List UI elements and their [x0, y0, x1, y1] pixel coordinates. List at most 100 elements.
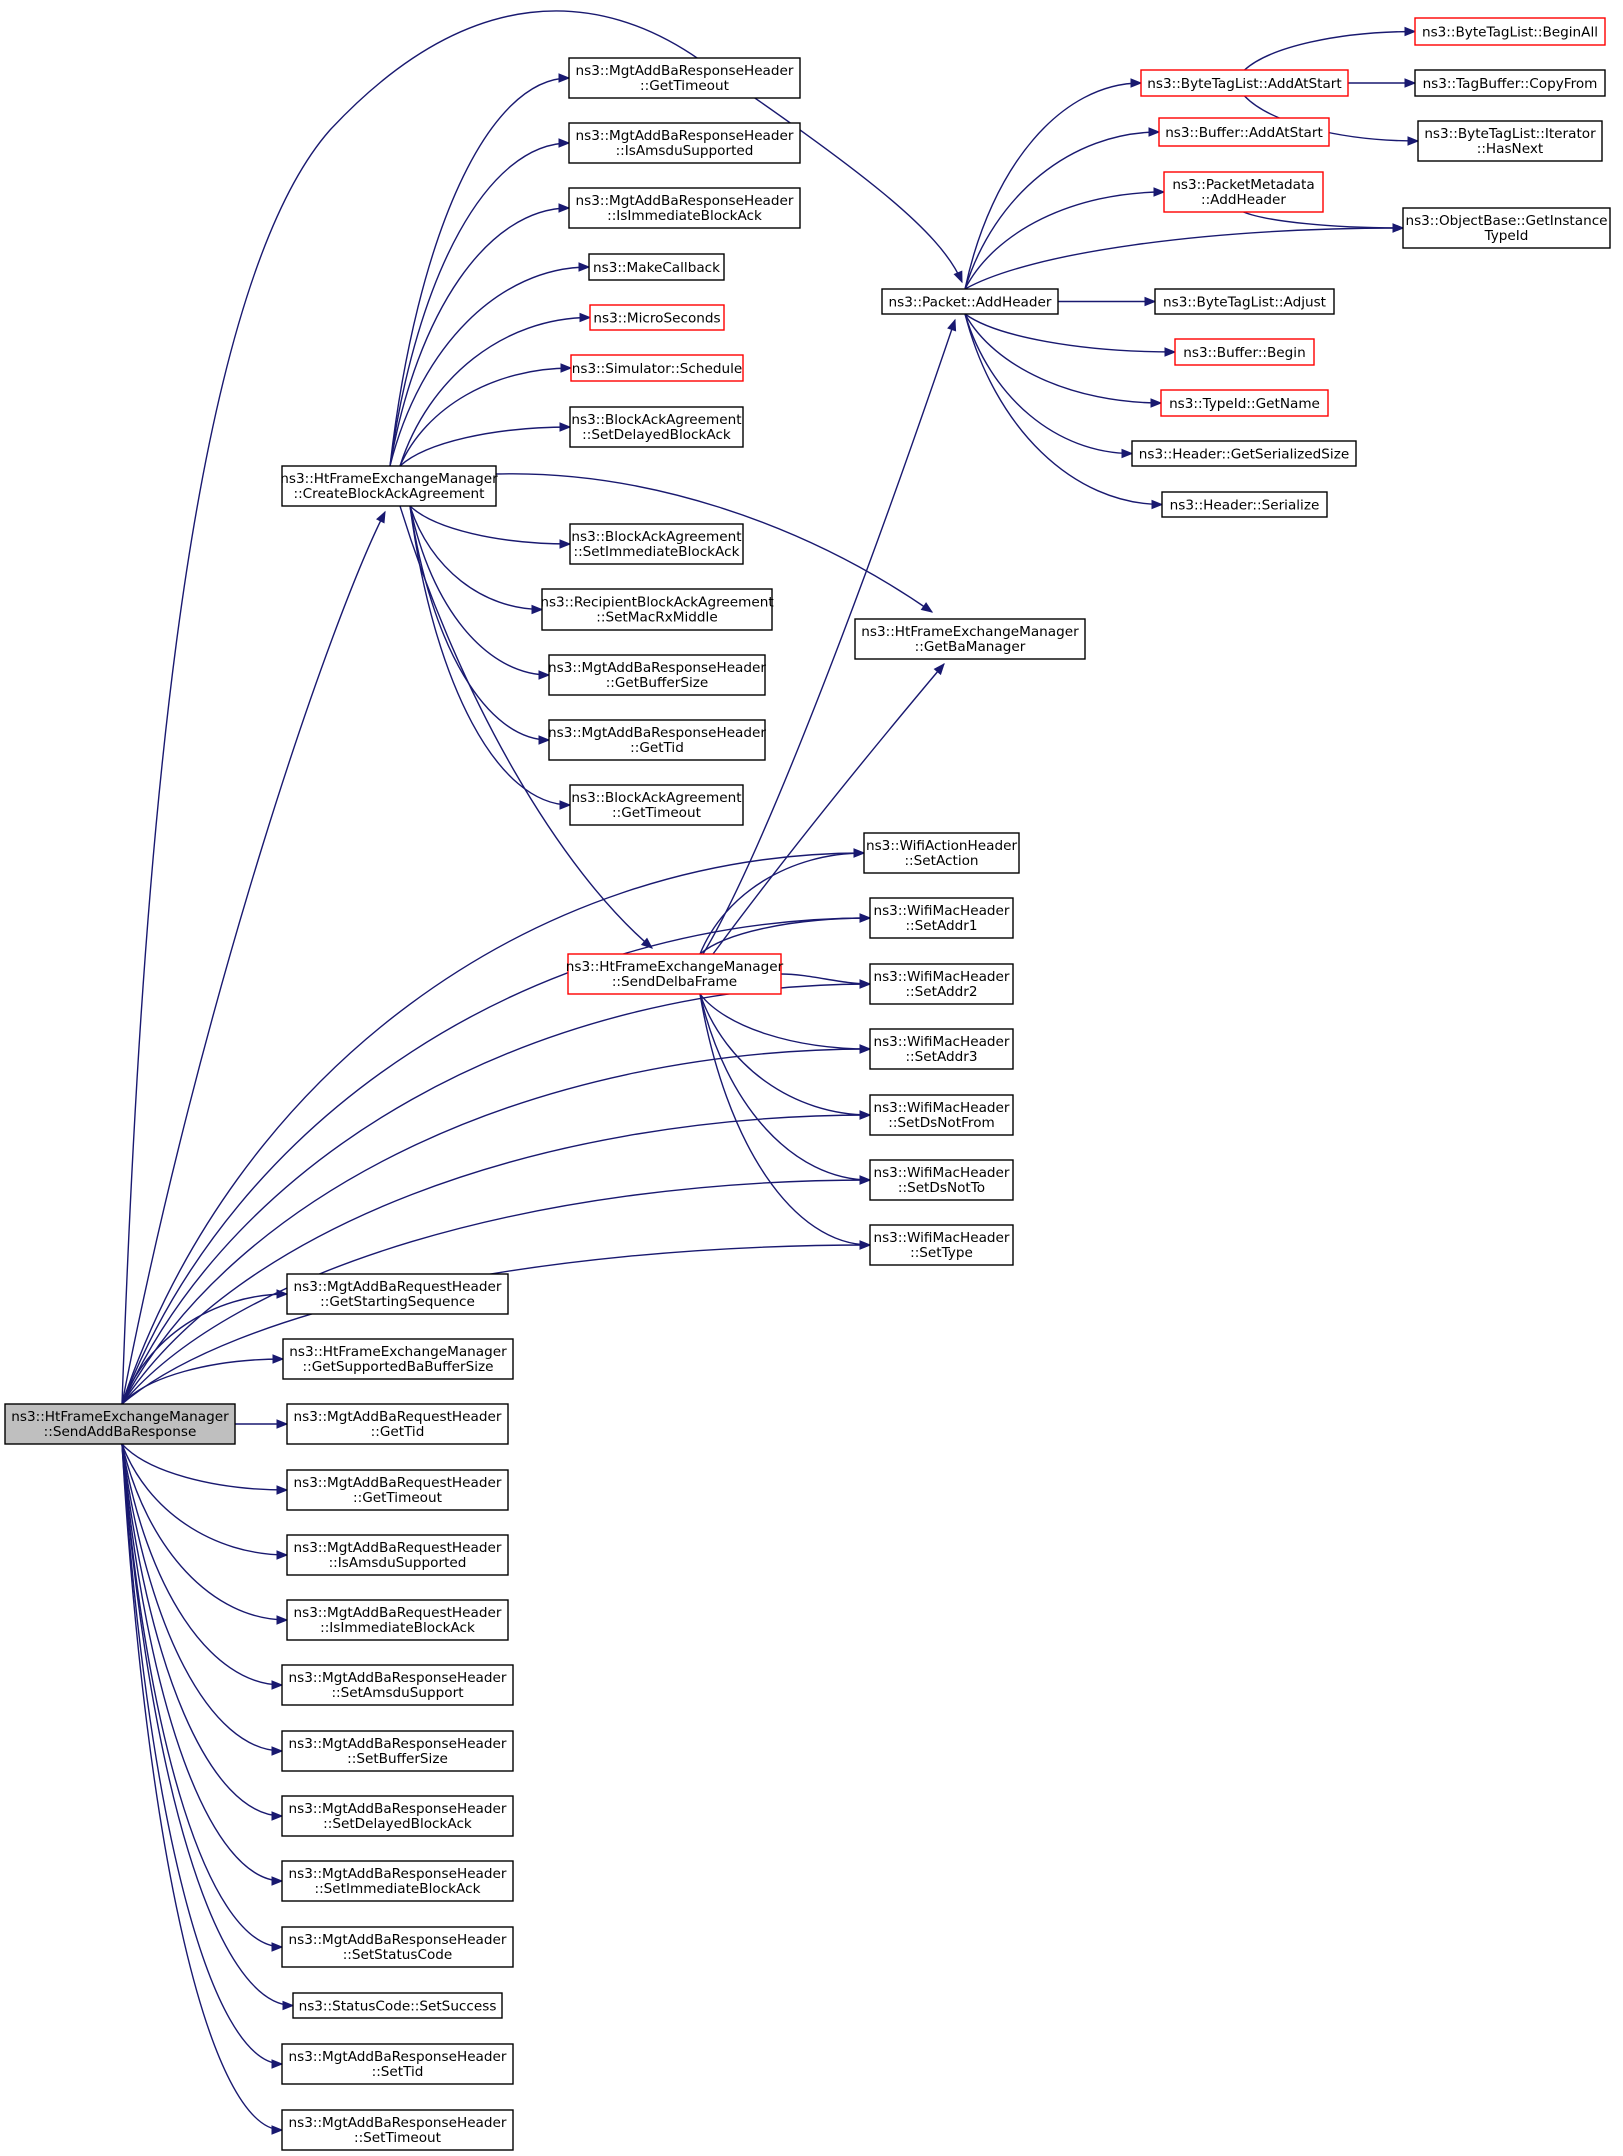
node-btl-beginall[interactable]: ns3::ByteTagList::BeginAll: [1414, 17, 1606, 46]
node-label-line: ::SetBufferSize: [347, 1751, 448, 1767]
node-typeid-getname[interactable]: ns3::TypeId::GetName: [1160, 389, 1329, 417]
edge-cbaa-to-baa_gettimeout: [409, 505, 572, 810]
node-resp-gettimeout[interactable]: ns3::MgtAddBaResponseHeader::GetTimeout: [568, 57, 801, 99]
node-resp-setamsdu[interactable]: ns3::MgtAddBaResponseHeader::SetAmsduSup…: [281, 1664, 514, 1706]
node-baa-setimm[interactable]: ns3::BlockAckAgreement::SetImmediateBloc…: [569, 523, 744, 565]
node-box: [286, 1273, 509, 1315]
node-baa-setdelayed[interactable]: ns3::BlockAckAgreement::SetDelayedBlockA…: [569, 406, 744, 448]
arrowhead-icon: [1150, 398, 1163, 408]
edge-line: [121, 1443, 283, 1686]
node-setaddr2[interactable]: ns3::WifiMacHeader::SetAddr2: [869, 963, 1014, 1005]
node-box: [589, 304, 725, 331]
node-resp-gettid[interactable]: ns3::MgtAddBaResponseHeader::GetTid: [548, 719, 766, 761]
node-resp-setdelayed[interactable]: ns3::MgtAddBaResponseHeader::SetDelayedB…: [281, 1795, 514, 1837]
arrowhead-icon: [558, 203, 571, 213]
arrowhead-icon: [271, 2059, 284, 2069]
arrowhead-icon: [276, 1615, 289, 1625]
node-label-line: ns3::MgtAddBaRequestHeader: [294, 1605, 502, 1621]
node-schedule[interactable]: ns3::Simulator::Schedule: [570, 354, 744, 382]
edge-root-to-resp_setbuf: [121, 1443, 284, 1756]
node-senddelba[interactable]: ns3::HtFrameExchangeManager::SendDelbaFr…: [566, 953, 784, 995]
node-label-line: ns3::MgtAddBaRequestHeader: [294, 1540, 502, 1556]
node-label-line: ::SetImmediateBlockAck: [315, 1881, 481, 1897]
node-tagbuffer-copyfrom[interactable]: ns3::TagBuffer::CopyFrom: [1414, 69, 1606, 97]
node-box: [1163, 171, 1324, 213]
edge-line: [121, 1443, 283, 2065]
node-resp-settimeout[interactable]: ns3::MgtAddBaResponseHeader::SetTimeout: [281, 2109, 514, 2151]
node-resp-setstatus[interactable]: ns3::MgtAddBaResponseHeader::SetStatusCo…: [281, 1926, 514, 1968]
edge-cbaa-to-baa_setimm: [409, 505, 572, 549]
edge-line: [121, 1179, 871, 1405]
node-box: [1414, 17, 1606, 46]
edge-packet_addheader-to-typeid_getname: [964, 313, 1163, 408]
node-pm-addheader[interactable]: ns3::PacketMetadata::AddHeader: [1163, 171, 1324, 213]
node-req-isimm[interactable]: ns3::MgtAddBaRequestHeader::IsImmediateB…: [286, 1599, 509, 1641]
node-setaddr1[interactable]: ns3::WifiMacHeader::SetAddr1: [869, 897, 1014, 939]
node-makecallback[interactable]: ns3::MakeCallback: [588, 253, 725, 281]
node-settype[interactable]: ns3::WifiMacHeader::SetType: [869, 1224, 1014, 1266]
node-resp-isimm[interactable]: ns3::MgtAddBaResponseHeader::IsImmediate…: [568, 187, 801, 229]
node-label-line: ns3::HtFrameExchangeManager: [11, 1409, 229, 1425]
arrowhead-icon: [1153, 187, 1166, 197]
edge-root-to-resp_setimm: [121, 1443, 284, 1886]
node-resp-setbuf[interactable]: ns3::MgtAddBaResponseHeader::SetBufferSi…: [281, 1730, 514, 1772]
node-setaction[interactable]: ns3::WifiActionHeader::SetAction: [863, 832, 1020, 874]
node-label-line: ns3::WifiActionHeader: [866, 838, 1017, 854]
node-baa-gettimeout[interactable]: ns3::BlockAckAgreement::GetTimeout: [569, 784, 744, 826]
node-setdsnotfrom[interactable]: ns3::WifiMacHeader::SetDsNotFrom: [869, 1094, 1014, 1136]
node-packet-addheader[interactable]: ns3::Packet::AddHeader: [881, 288, 1059, 315]
arrowhead-icon: [579, 312, 592, 323]
arrowhead-icon: [558, 73, 571, 83]
node-header-serialize[interactable]: ns3::Header::Serialize: [1161, 491, 1328, 518]
node-cbaa[interactable]: ns3::HtFrameExchangeManager::CreateBlock…: [280, 465, 498, 507]
node-buffer-addatstart[interactable]: ns3::Buffer::AddAtStart: [1158, 117, 1330, 147]
node-req-gettimeout[interactable]: ns3::MgtAddBaRequestHeader::GetTimeout: [286, 1469, 509, 1511]
node-box: [286, 1403, 509, 1445]
node-setaddr3[interactable]: ns3::WifiMacHeader::SetAddr3: [869, 1028, 1014, 1070]
node-header-getsersize[interactable]: ns3::Header::GetSerializedSize: [1131, 440, 1357, 467]
node-microseconds[interactable]: ns3::MicroSeconds: [589, 304, 725, 331]
node-req-isamsdu[interactable]: ns3::MgtAddBaRequestHeader::IsAmsduSuppo…: [286, 1534, 509, 1576]
node-getbamanager[interactable]: ns3::HtFrameExchangeManager::GetBaManage…: [854, 618, 1086, 660]
node-box: [881, 288, 1059, 315]
node-label-line: ::SetDelayedBlockAck: [323, 1816, 472, 1832]
node-btl-addatstart[interactable]: ns3::ByteTagList::AddAtStart: [1140, 69, 1349, 97]
node-req-gettid[interactable]: ns3::MgtAddBaRequestHeader::GetTid: [286, 1403, 509, 1445]
node-box: [281, 1730, 514, 1772]
node-box: [569, 406, 744, 448]
node-label-line: ns3::MgtAddBaResponseHeader: [289, 2115, 507, 2131]
node-label-line: ::SetDsNotFrom: [888, 1115, 995, 1131]
arrowhead-icon: [953, 270, 963, 284]
arrowhead-icon: [1148, 127, 1161, 137]
node-resp-isamsdu[interactable]: ns3::MgtAddBaResponseHeader::IsAmsduSupp…: [568, 122, 801, 164]
edge-line: [964, 313, 1163, 506]
node-setdsnotto[interactable]: ns3::WifiMacHeader::SetDsNotTo: [869, 1159, 1014, 1201]
edge-line: [121, 1443, 288, 1491]
node-req-getstartseq[interactable]: ns3::MgtAddBaRequestHeader::GetStartingS…: [286, 1273, 509, 1315]
node-getsupbabuf[interactable]: ns3::HtFrameExchangeManager::GetSupporte…: [282, 1338, 514, 1380]
node-statuscode-setsuccess[interactable]: ns3::StatusCode::SetSuccess: [292, 1992, 503, 2019]
edge-cbaa-to-baa_setdelayed: [399, 422, 572, 467]
edge-pm_addheader-to-getinstancetypeid: [1243, 211, 1405, 233]
node-root[interactable]: ns3::HtFrameExchangeManager::SendAddBaRe…: [4, 1403, 236, 1445]
node-label-line: ns3::WifiMacHeader: [873, 1230, 1009, 1246]
node-buffer-begin[interactable]: ns3::Buffer::Begin: [1174, 338, 1315, 366]
node-resp-setimm[interactable]: ns3::MgtAddBaResponseHeader::SetImmediat…: [281, 1860, 514, 1902]
node-resp-getbuf[interactable]: ns3::MgtAddBaResponseHeader::GetBufferSi…: [548, 654, 766, 696]
node-box: [281, 1795, 514, 1837]
arrowhead-icon: [859, 913, 872, 923]
arrowhead-icon: [271, 1746, 284, 1756]
node-setmacrx[interactable]: ns3::RecipientBlockAckAgreement::SetMacR…: [540, 588, 774, 631]
node-label-line: ns3::ByteTagList::AddAtStart: [1147, 76, 1341, 92]
node-box: [286, 1469, 509, 1511]
edge-btl_addatstart-to-tagbuffer_copyfrom: [1348, 78, 1417, 88]
edge-root-to-packet_addheader: [121, 10, 963, 1405]
node-btl-adjust[interactable]: ns3::ByteTagList::Adjust: [1154, 288, 1335, 315]
edge-line: [121, 1443, 294, 2007]
node-label-line: ::SetStatusCode: [343, 1947, 453, 1963]
node-resp-settid[interactable]: ns3::MgtAddBaResponseHeader::SetTid: [281, 2043, 514, 2085]
edge-cbaa-to-microseconds: [399, 312, 592, 467]
node-btl-iter-hasnext[interactable]: ns3::ByteTagList::Iterator::HasNext: [1417, 120, 1603, 162]
